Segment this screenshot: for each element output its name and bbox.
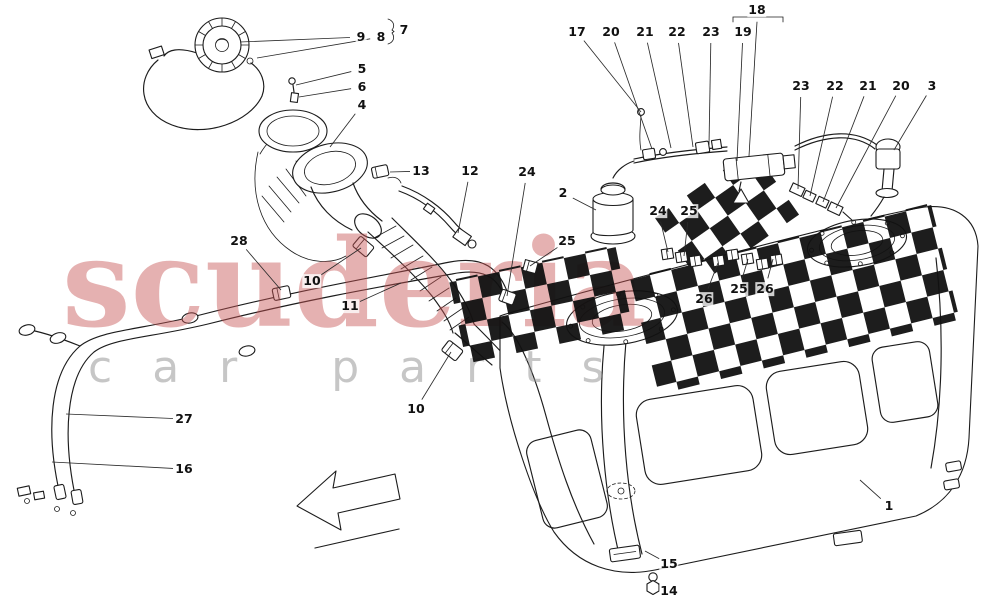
filler-cap-assembly xyxy=(143,17,328,153)
tank-foot xyxy=(832,529,863,547)
callout-28: 28 xyxy=(229,233,249,249)
leader-lines xyxy=(51,37,927,586)
callout-22: 22 xyxy=(667,24,687,40)
hose-clips-left xyxy=(16,285,292,516)
callout-21: 21 xyxy=(635,24,655,40)
callout-5: 5 xyxy=(356,61,368,77)
callout-23: 23 xyxy=(791,78,811,94)
callout-4: 4 xyxy=(356,97,368,113)
callout-13: 13 xyxy=(411,163,431,179)
callout-20: 20 xyxy=(601,24,621,40)
direction-arrow xyxy=(296,470,401,549)
callout-16: 16 xyxy=(174,461,194,477)
callout-27: 27 xyxy=(174,411,194,427)
fuel-pump-assembly xyxy=(590,160,636,245)
callout-11: 11 xyxy=(340,298,360,314)
callout-1: 1 xyxy=(883,498,895,514)
callout-24: 24 xyxy=(648,203,668,219)
callout-2: 2 xyxy=(557,185,569,201)
callout-17: 17 xyxy=(567,24,587,40)
callout-22: 22 xyxy=(825,78,845,94)
callout-21: 21 xyxy=(858,78,878,94)
callout-12: 12 xyxy=(460,163,480,179)
callout-10: 10 xyxy=(406,401,426,417)
callout-6: 6 xyxy=(356,79,368,95)
fuel-lines-top xyxy=(633,108,728,164)
checkered-flag xyxy=(448,149,960,395)
callout-8: 8 xyxy=(375,29,387,45)
hose-clamp xyxy=(352,236,375,258)
check-valve xyxy=(870,138,901,217)
callout-20: 20 xyxy=(891,78,911,94)
callout-10: 10 xyxy=(302,273,322,289)
callout-23: 23 xyxy=(701,24,721,40)
callout-9: 9 xyxy=(355,29,367,45)
callout-26: 26 xyxy=(694,291,714,307)
callout-14: 14 xyxy=(659,583,679,599)
callout-25: 25 xyxy=(557,233,577,249)
callout-25: 25 xyxy=(679,203,699,219)
callout-7: 7 xyxy=(398,22,410,38)
valve-assembly xyxy=(722,133,878,204)
vent-pipe xyxy=(398,185,477,249)
callout-brackets xyxy=(387,16,784,157)
callout-24: 24 xyxy=(517,164,537,180)
callout-25: 25 xyxy=(729,281,749,297)
callout-26: 26 xyxy=(755,281,775,297)
tank-foot xyxy=(608,544,641,563)
callout-19: 19 xyxy=(733,24,753,40)
pipe-clips xyxy=(498,247,784,306)
callout-18: 18 xyxy=(747,2,767,18)
pipe-fittings-right xyxy=(788,182,854,222)
callout-3: 3 xyxy=(926,78,938,94)
callout-15: 15 xyxy=(659,556,679,572)
filler-neck xyxy=(292,142,402,239)
